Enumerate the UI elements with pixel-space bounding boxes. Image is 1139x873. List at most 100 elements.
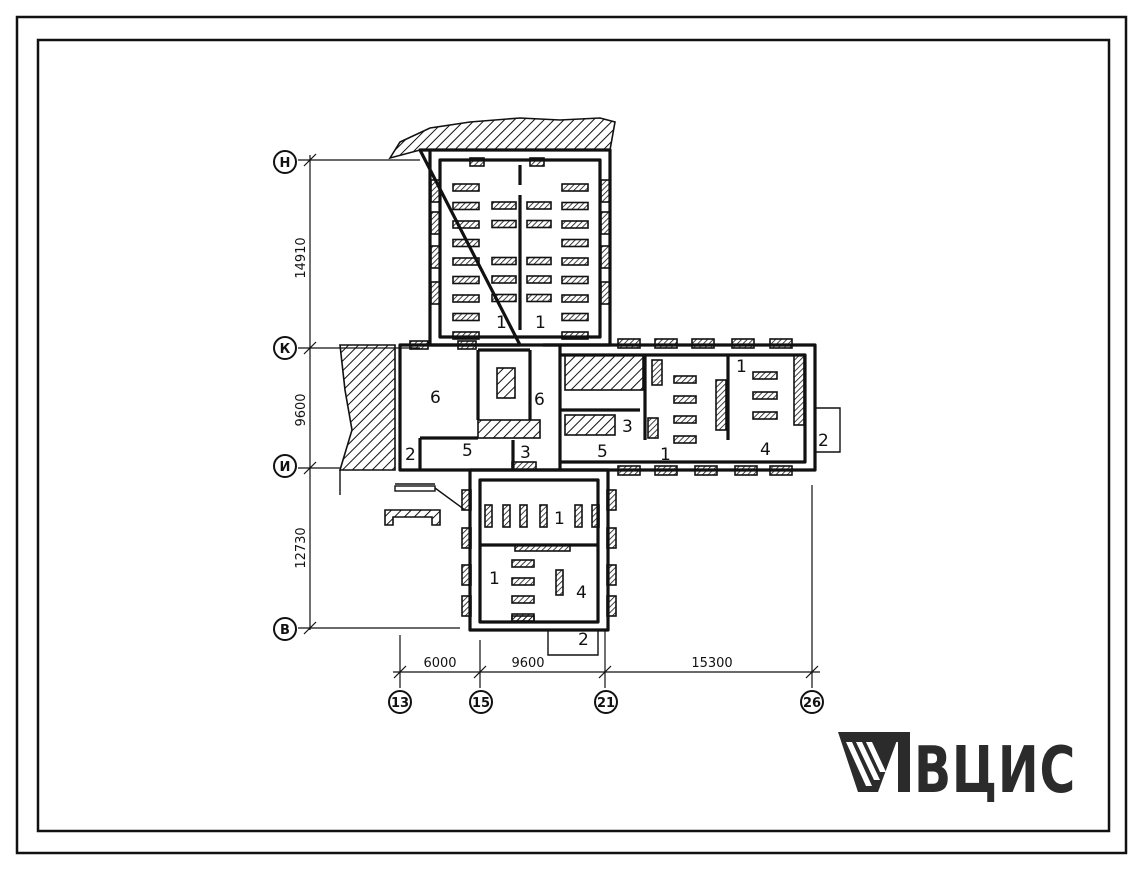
axis-label: И: [280, 460, 291, 475]
axis-label: К: [280, 342, 291, 357]
room-label: 6: [430, 388, 441, 408]
radiator: [430, 211, 441, 235]
west-stub: [338, 344, 466, 526]
dimension-lines: 14910 9600 12730 6000 9600 15300: [294, 153, 820, 688]
room-label: 1: [660, 445, 671, 465]
desk: [526, 293, 552, 303]
east-board-c: [651, 359, 663, 386]
east-board-d: [647, 417, 659, 439]
radiator: [469, 157, 485, 167]
axis-label: 13: [391, 696, 409, 711]
room-label: 1: [736, 357, 747, 377]
desk: [511, 559, 535, 568]
desk: [452, 257, 480, 266]
radiator: [731, 338, 755, 349]
desk: [574, 504, 583, 528]
radiator: [606, 489, 617, 511]
east-hatch-upper: [564, 354, 644, 391]
desk: [539, 504, 548, 528]
desk: [491, 293, 517, 303]
desk: [452, 275, 480, 285]
desk: [526, 219, 552, 229]
axis-marker-col: 21: [594, 690, 618, 714]
axis-marker-col: 26: [800, 690, 824, 714]
room-label: 1: [496, 313, 507, 333]
room-label: 3: [622, 417, 633, 437]
desk: [452, 238, 480, 248]
radiator: [430, 245, 441, 269]
radiator: [617, 338, 641, 349]
desk: [673, 415, 697, 424]
desk: [484, 504, 493, 528]
desk: [519, 504, 528, 528]
desk: [561, 220, 589, 229]
desk: [561, 294, 589, 303]
room-label: 2: [818, 431, 829, 451]
west-hatch: [338, 344, 396, 471]
desk: [511, 595, 535, 604]
south-board-b: [555, 569, 564, 596]
south-wing-inner: [478, 478, 600, 624]
vcis-logo: ВЦИС: [838, 732, 1076, 808]
radiator: [606, 527, 617, 549]
radiator: [617, 465, 641, 476]
radiator: [734, 465, 758, 476]
desk: [452, 331, 480, 340]
axis-label: 26: [803, 696, 821, 711]
radiator: [430, 179, 441, 203]
room-label: 4: [760, 440, 771, 460]
axis-marker-row: В: [273, 617, 297, 641]
north-wing-inner: [438, 158, 602, 339]
axis-label: В: [280, 623, 290, 638]
radiator: [461, 564, 472, 586]
existing-building-hatch: [388, 117, 616, 160]
east-hatch-lower: [564, 414, 616, 436]
axis-marker-col: 13: [388, 690, 412, 714]
south-wing: [468, 468, 610, 656]
axis-marker-row: Н: [273, 150, 297, 174]
desk: [452, 294, 480, 303]
radiator: [769, 465, 793, 476]
dimension-9600-h: 9600: [511, 656, 544, 671]
stair-hatch: [496, 367, 516, 399]
logo-text: ВЦИС: [914, 734, 1076, 808]
radiator: [600, 281, 611, 305]
east-wing-inner: [560, 353, 807, 464]
axis-marker-row: И: [273, 454, 297, 478]
desk: [673, 435, 697, 444]
desk: [673, 395, 697, 404]
desk: [452, 183, 480, 192]
radiator: [606, 595, 617, 617]
outer-frame: [15, 15, 1128, 855]
room-label: 1: [489, 569, 500, 589]
desk: [511, 615, 535, 623]
radiator: [606, 564, 617, 586]
desk: [502, 504, 511, 528]
west-path: [434, 487, 466, 511]
radiator: [461, 595, 472, 617]
desk: [491, 275, 517, 284]
desk: [673, 375, 697, 384]
central-hatch-block: [477, 419, 541, 439]
radiator: [654, 338, 678, 349]
radiator: [600, 211, 611, 235]
east-desks: [673, 371, 778, 444]
inner-frame: [36, 38, 1111, 833]
axis-marker-row: К: [273, 336, 297, 360]
radiator: [461, 527, 472, 549]
desk: [561, 257, 589, 266]
desk: [452, 220, 480, 229]
west-porch: [384, 509, 441, 526]
axis-label: 15: [472, 696, 490, 711]
south-desks: [484, 504, 600, 623]
desk: [561, 201, 589, 211]
room-label: 2: [578, 630, 589, 650]
dimension-6000: 6000: [423, 656, 456, 671]
desk: [526, 275, 552, 284]
vcis-stripes-logo-icon: [838, 732, 910, 792]
room-label: 5: [597, 442, 608, 462]
desk: [752, 411, 778, 420]
desk: [561, 312, 589, 322]
